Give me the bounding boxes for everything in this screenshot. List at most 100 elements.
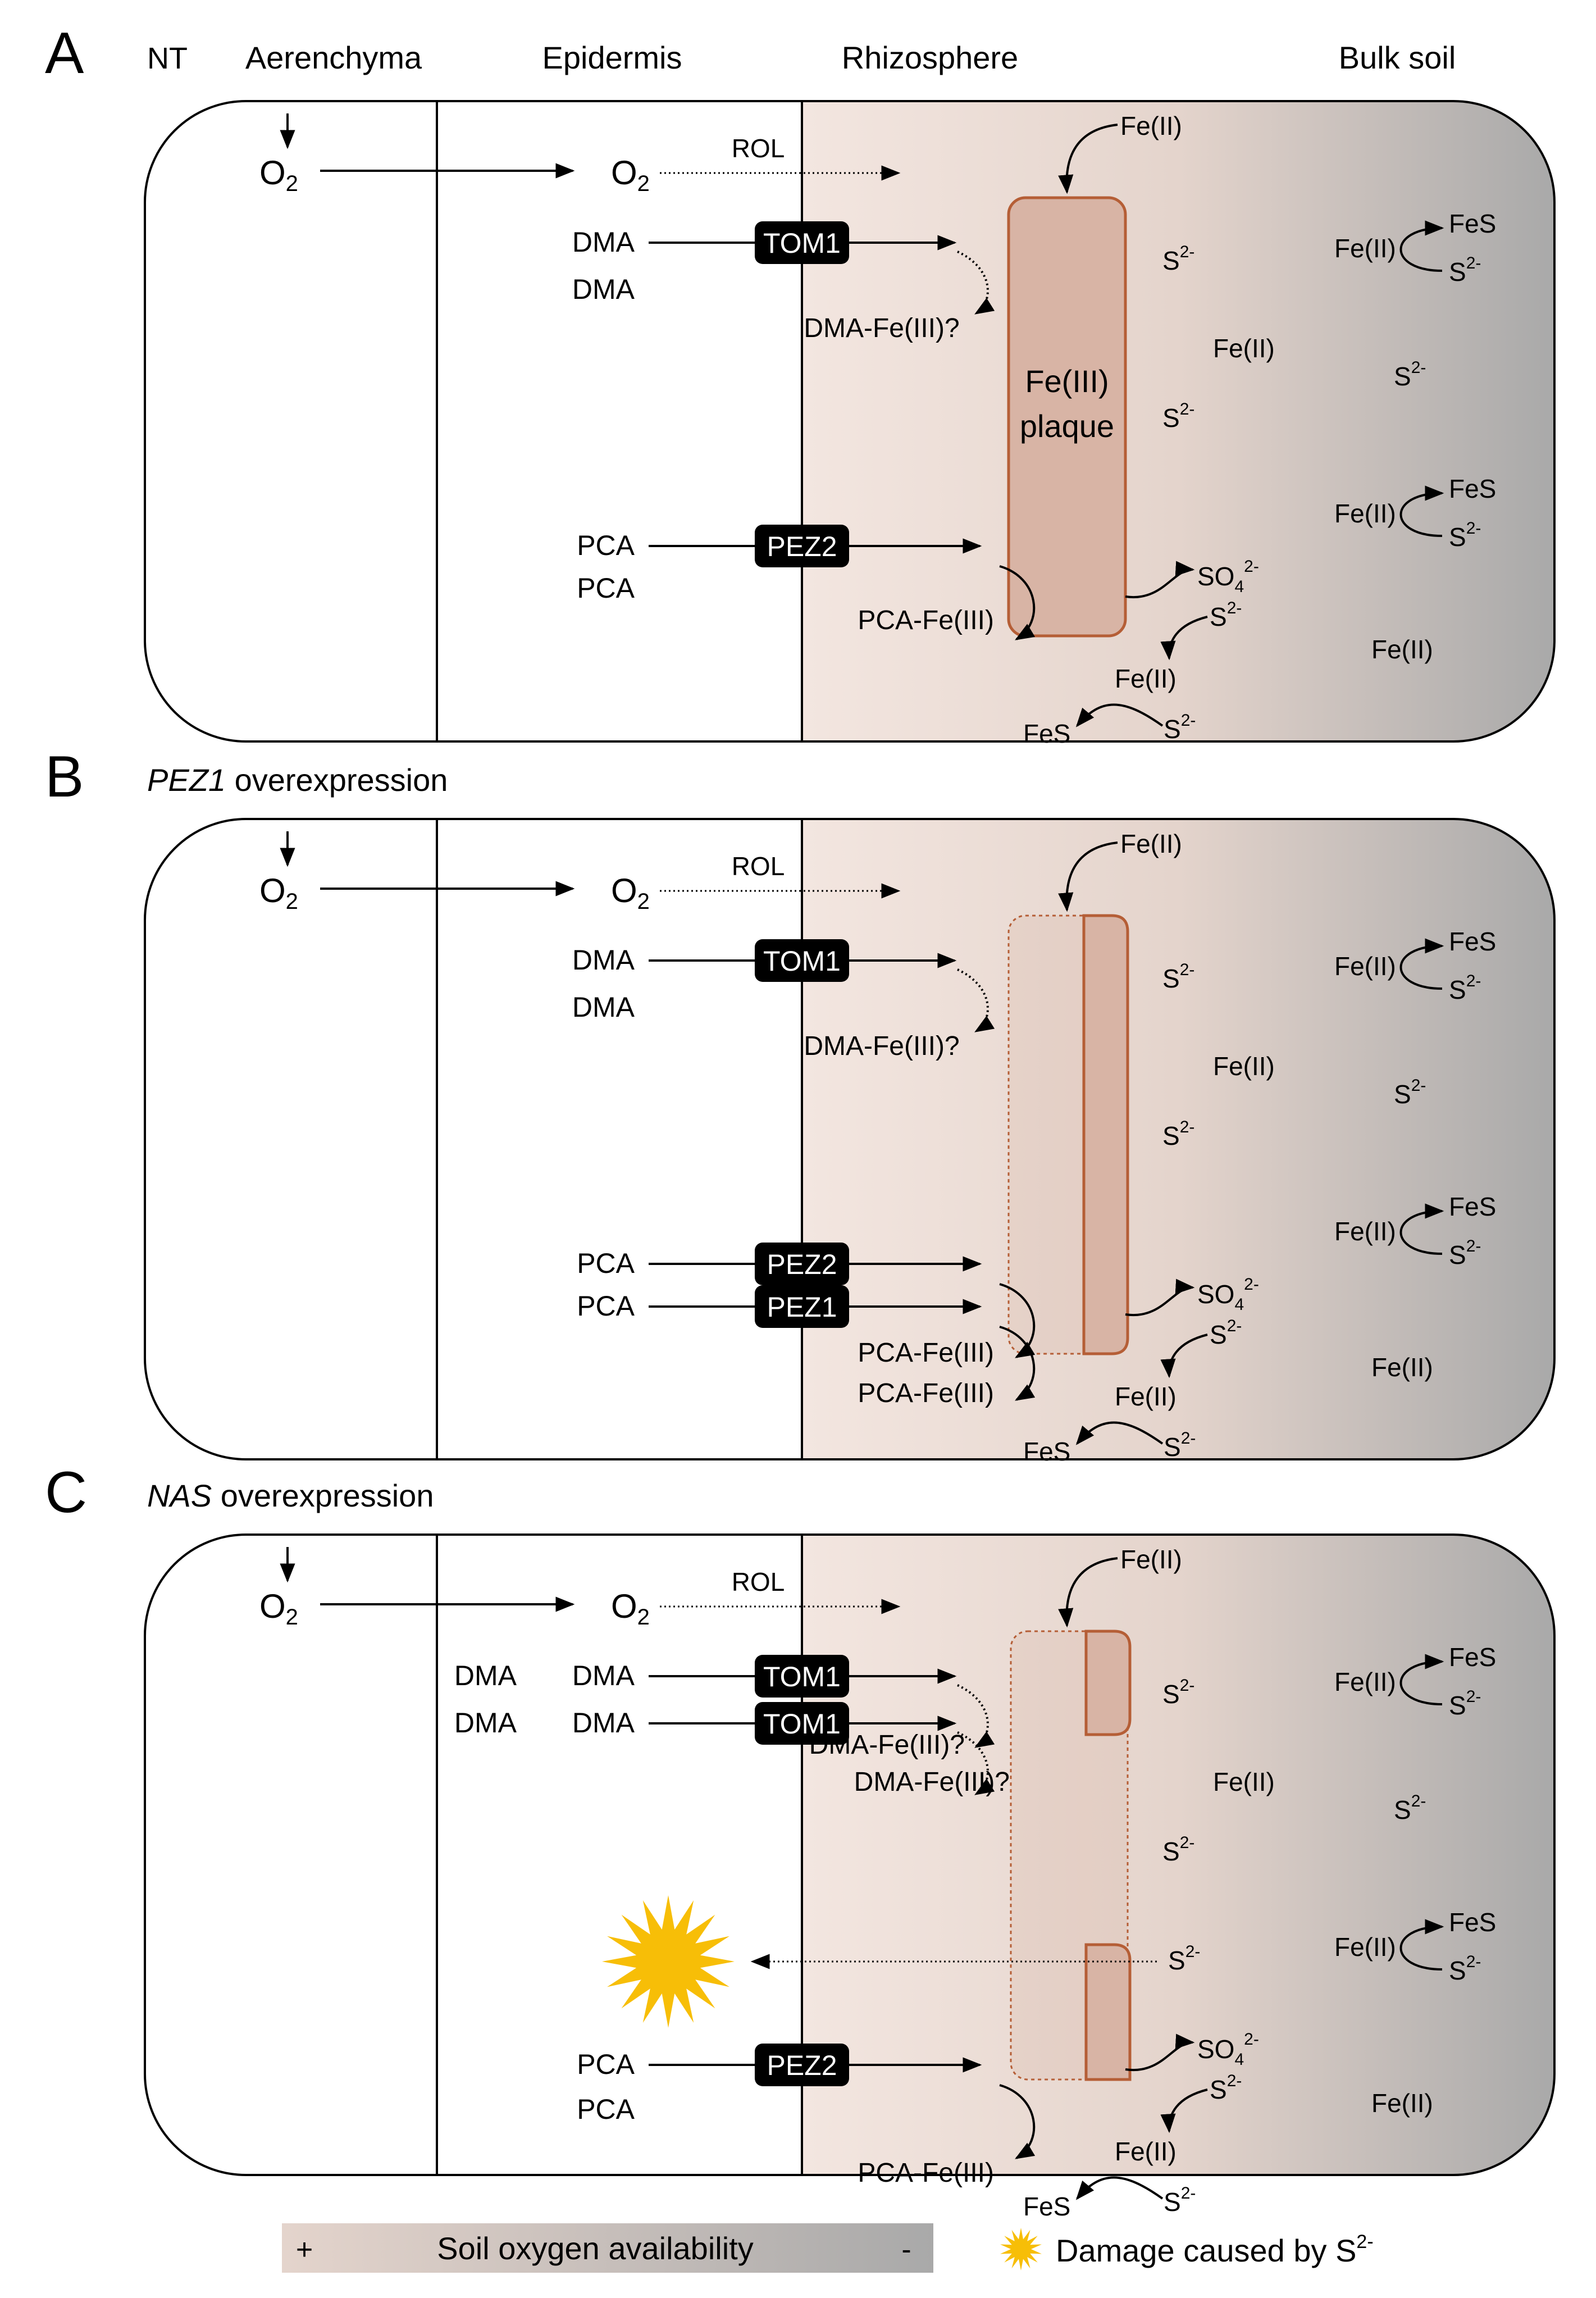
fe2-label: Fe(II) [1120, 111, 1182, 140]
sulfide-label: S2- [1168, 1942, 1200, 1975]
pca-chelation-arrow [999, 1283, 1036, 1358]
pca-fe3-complex: PCA-Fe(III) [858, 2158, 994, 2188]
fe2-label: Fe(II) [1115, 2137, 1177, 2166]
transporter-label: TOM1 [763, 227, 841, 259]
transporter-label: PEZ2 [767, 531, 837, 562]
plaque-oxidation-arrow [1125, 1278, 1195, 1317]
fes-formation-arrow [1075, 2176, 1164, 2200]
fe2-label: Fe(II) [1213, 1767, 1275, 1796]
dma-label: DMA [572, 944, 635, 976]
dma-chelation-arrow [957, 1731, 995, 1795]
sulfide-label: S2- [1164, 1429, 1196, 1462]
dma-label: DMA [572, 1660, 635, 1691]
fes-label: FeS [1023, 719, 1070, 748]
legend-plus: + [296, 2233, 313, 2266]
bulk-fes-cycle-arrow-lower [1399, 1203, 1444, 1255]
fes-label: FeS [1449, 927, 1496, 956]
sulfate-label: SO42- [1197, 1275, 1259, 1314]
dma-label: DMA [572, 274, 635, 305]
panel-subtitle: NAS overexpression [147, 1478, 434, 1513]
fes-formation-arrow [1075, 703, 1164, 727]
sulfate-label: SO42- [1197, 2030, 1259, 2069]
rol-label: ROL [732, 852, 785, 881]
fe2-label: Fe(II) [1334, 1217, 1396, 1246]
pca-fe3-complex: PCA-Fe(III) [858, 1378, 994, 1408]
pca-label: PCA [577, 530, 635, 561]
dma-label: DMA [572, 1707, 635, 1739]
rol-label: ROL [732, 134, 785, 163]
fe2-label: Fe(II) [1334, 499, 1396, 528]
dma-fe3-complex: DMA-Fe(III)? [854, 1767, 1010, 1797]
fe2-to-plaque-arrow [1058, 124, 1118, 194]
transporter-tom1 [755, 221, 849, 264]
fes-label: FeS [1449, 474, 1496, 503]
panel-frame [144, 100, 1556, 743]
sulfide-label: S2- [1162, 1833, 1194, 1866]
pca-label: PCA [577, 2049, 635, 2080]
transporter-label: PEZ1 [767, 1291, 837, 1323]
o2-epidermis: O2 [611, 154, 650, 196]
fe3-plaque-thin [1082, 914, 1129, 1355]
legend-gradient-label: Soil oxygen availability [437, 2231, 753, 2266]
fe2-label: Fe(II) [1334, 1932, 1396, 1962]
fe2-label: Fe(II) [1213, 1052, 1275, 1081]
sulfide-label: S2- [1394, 358, 1426, 391]
transporter-label: PEZ2 [767, 1249, 837, 1280]
o2-epidermis: O2 [611, 872, 650, 914]
bulk-fes-cycle-arrow-upper [1399, 220, 1444, 272]
plaque-oxidation-arrow [1125, 561, 1195, 599]
sulfide-reduction-arrow [1160, 2088, 1208, 2133]
fes-label: FeS [1449, 1642, 1496, 1672]
dma-aerenchyma: DMA [454, 1660, 517, 1691]
fe2-label: Fe(II) [1120, 1545, 1182, 1574]
sulfide-label: S2- [1449, 519, 1481, 552]
legend-minus: - [901, 2233, 911, 2266]
bulk-fes-cycle-arrow-upper [1399, 1654, 1444, 1705]
fes-label: FeS [1449, 1908, 1496, 1937]
oxygen-gradient-bar [282, 2223, 933, 2273]
sulfide-label: S2- [1449, 1687, 1481, 1720]
sulfide-label: S2- [1449, 254, 1481, 286]
soil-gradient [802, 1535, 1554, 2175]
column-rhizosphere: Rhizosphere [842, 40, 1018, 75]
sulfide-label: S2- [1162, 961, 1194, 993]
fe2-to-plaque-arrow [1058, 841, 1118, 912]
fes-formation-arrow [1075, 1421, 1164, 1445]
fe3-plaque [1007, 196, 1127, 638]
dma-fe3-complex: DMA-Fe(III)? [804, 313, 959, 343]
bulk-fes-cycle-arrow-lower [1399, 1919, 1444, 1971]
transporter-pez2 [755, 2044, 849, 2086]
plaque-label: plaque [1020, 408, 1114, 444]
fe2-label: Fe(II) [1371, 1353, 1433, 1382]
o2-aerenchyma: O2 [259, 154, 298, 196]
fe2-label: Fe(II) [1334, 234, 1396, 263]
plaque-oxidation-arrow [1125, 2033, 1195, 2072]
panel-b-letter: B [45, 744, 84, 809]
bulk-fes-cycle-arrow-lower [1399, 485, 1444, 537]
dma-chelation-arrow [957, 968, 995, 1032]
sulfide-label: S2- [1394, 1076, 1426, 1109]
fe2-label: Fe(II) [1334, 1667, 1396, 1696]
column-epidermis: Epidermis [542, 40, 682, 75]
transporter-pez2 [755, 1243, 849, 1285]
transporter-tom1 [755, 939, 849, 982]
sulfide-label: S2- [1164, 2184, 1196, 2217]
rol-label: ROL [732, 1567, 785, 1596]
transporter-pez2 [755, 525, 849, 567]
legend: + Soil oxygen availability - Damage caus… [282, 2223, 1374, 2273]
fe3-plaque-fragment [1084, 1943, 1132, 2081]
sulfide-label: S2- [1394, 1792, 1426, 1824]
panel-frame [144, 1533, 1556, 2176]
dma-fe3-complex: DMA-Fe(III)? [809, 1730, 965, 1760]
dma-label: DMA [572, 991, 635, 1023]
sulfide-label: S2- [1210, 599, 1242, 631]
sulfide-label: S2- [1162, 400, 1194, 433]
panel-c-letter: C [45, 1460, 87, 1525]
o2-aerenchyma: O2 [259, 872, 298, 914]
plaque-label: Fe(III) [1025, 363, 1109, 399]
sulfide-label: S2- [1210, 2072, 1242, 2104]
fe2-to-plaque-arrow [1058, 1557, 1118, 1628]
fe2-label: Fe(II) [1213, 334, 1275, 363]
transporter-tom1 [755, 1702, 849, 1745]
